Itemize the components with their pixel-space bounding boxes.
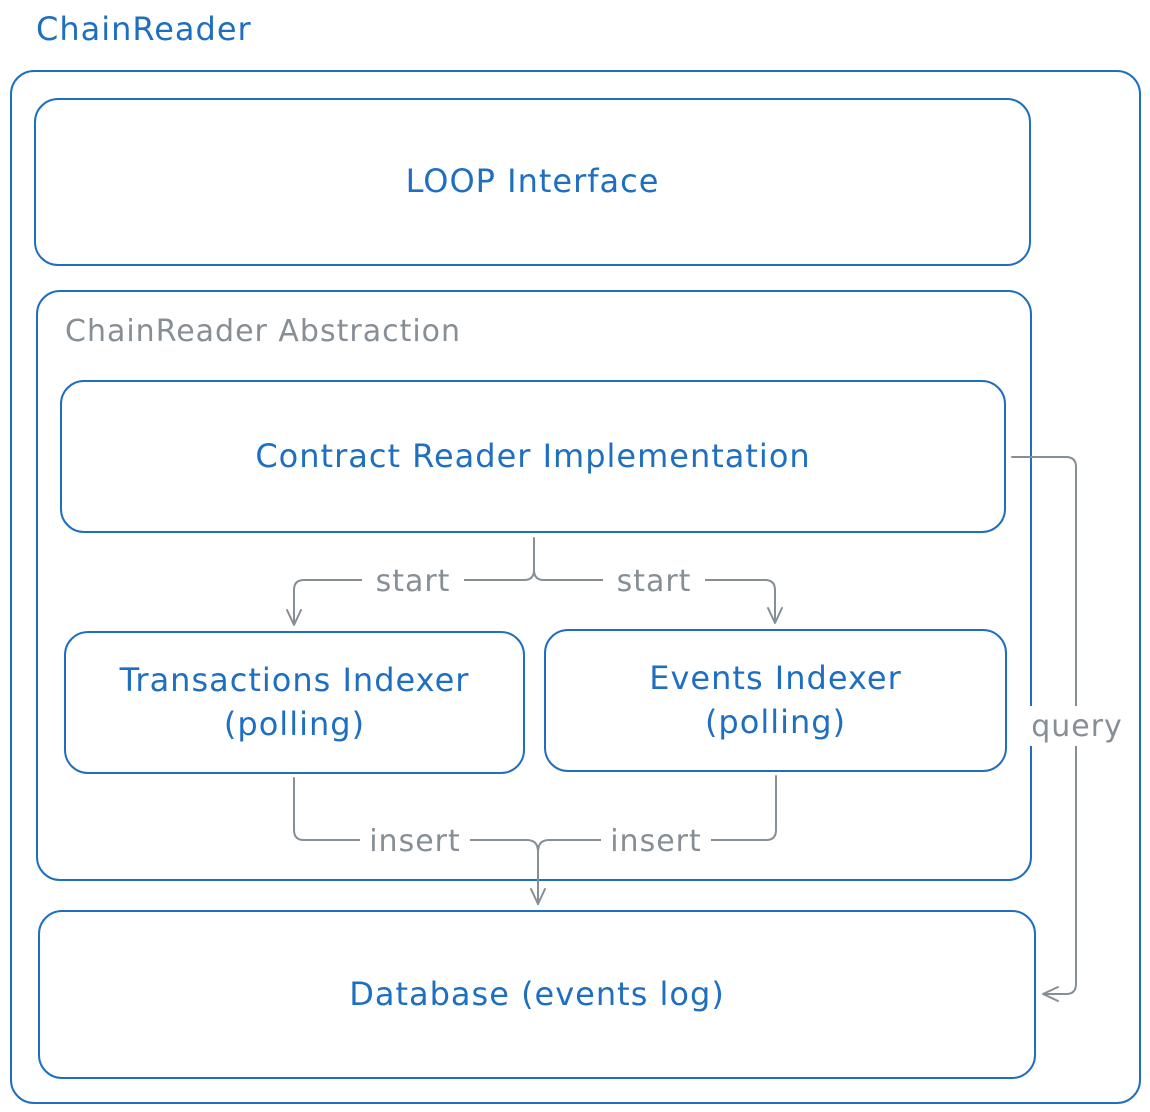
abstraction-label: ChainReader Abstraction xyxy=(65,314,462,349)
events-indexer-node: Events Indexer (polling) xyxy=(544,629,1007,772)
database-node: Database (events log) xyxy=(38,910,1036,1079)
loop-interface-label: LOOP Interface xyxy=(405,162,660,201)
events-indexer-label: Events Indexer (polling) xyxy=(649,659,902,741)
contract-reader-label: Contract Reader Implementation xyxy=(255,436,811,475)
chainreader-abstraction-group xyxy=(36,290,1032,881)
chainreader-container xyxy=(10,70,1141,1104)
database-label: Database (events log) xyxy=(349,974,725,1013)
loop-interface-node: LOOP Interface xyxy=(34,98,1031,266)
transactions-indexer-label: Transactions Indexer (polling) xyxy=(119,661,470,743)
transactions-indexer-node: Transactions Indexer (polling) xyxy=(64,631,525,774)
contract-reader-node: Contract Reader Implementation xyxy=(60,380,1006,533)
diagram-title: ChainReader xyxy=(36,10,252,48)
